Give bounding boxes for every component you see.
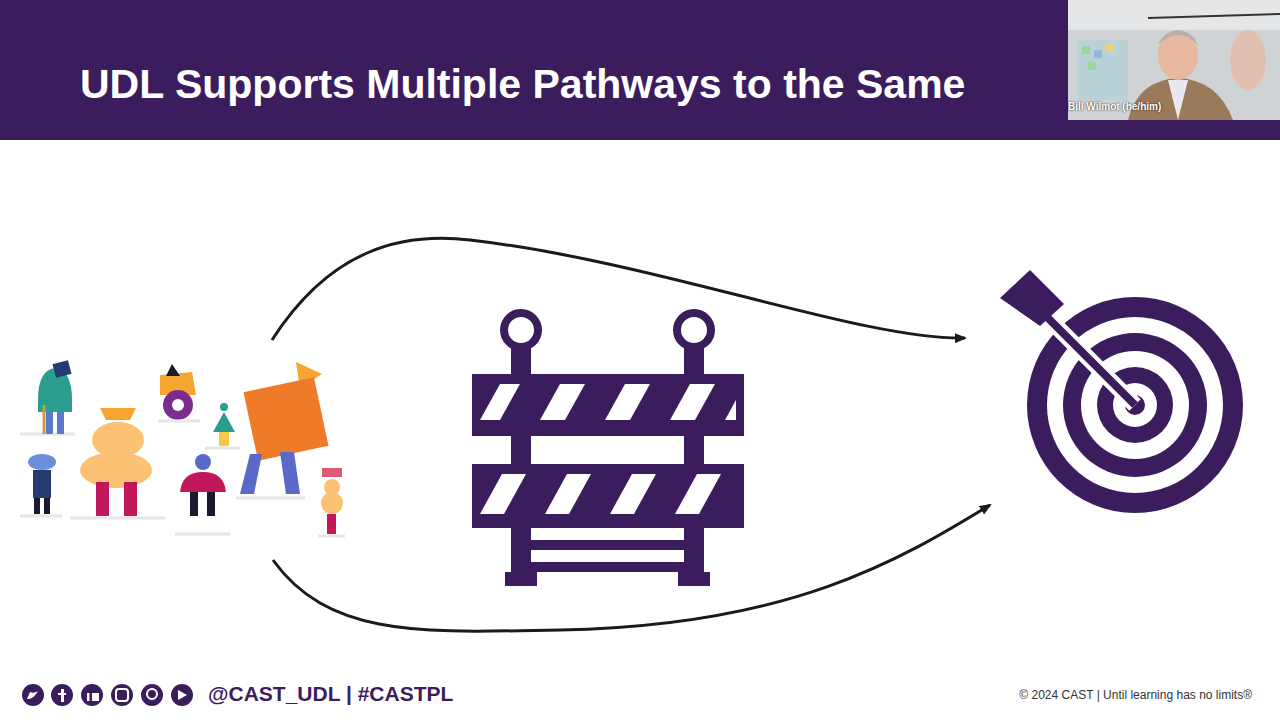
goal-target	[1000, 270, 1243, 513]
presenter-name: Bill Wilmot (he/him)	[1068, 101, 1161, 112]
social-handle: @CAST_UDL | #CASTPL	[208, 682, 453, 706]
copyright-note: © 2024 CAST | Until learning has no limi…	[1019, 688, 1252, 702]
barrier-icon	[472, 313, 744, 586]
social-icons	[22, 684, 193, 706]
slide-title: UDL Supports Multiple Pathways to the Sa…	[80, 64, 965, 105]
learners-illustration	[20, 360, 345, 536]
pathway-arrow	[272, 238, 965, 340]
webcam-overlay: Bill Wilmot (he/him)	[1068, 0, 1280, 120]
